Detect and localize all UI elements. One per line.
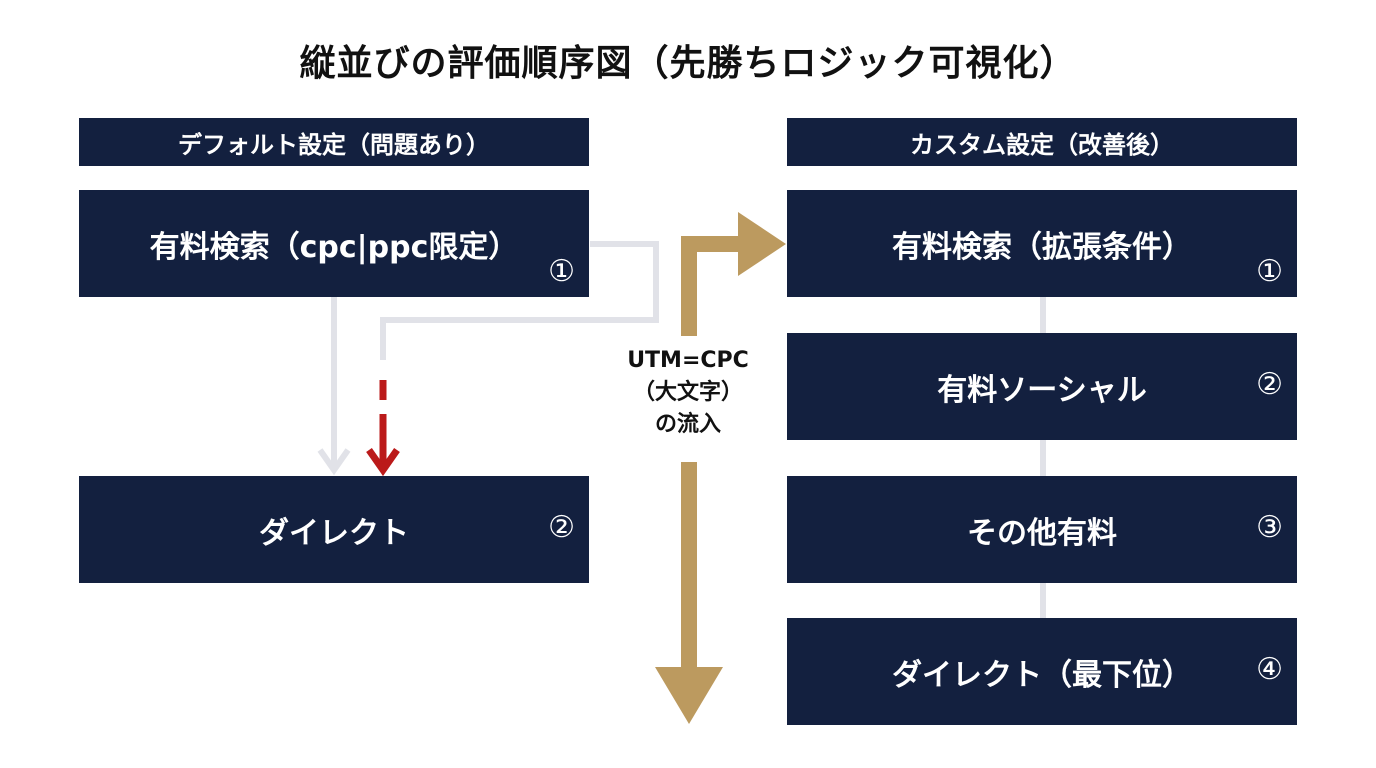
gold-arrow-head-right [738,212,786,276]
left-box-1-label: 有料検索（cpc|ppc限定） [149,229,519,265]
left-box-2-number: ② [548,510,575,545]
red-arrow-head [366,447,400,477]
right-box-1-number: ① [1256,254,1283,289]
right-box-other-paid: その他有料 ③ [787,476,1297,583]
right-box-1-label: 有料検索（拡張条件） [892,229,1192,265]
flow-label-line-1: UTM=CPC [627,348,749,373]
left-box-direct: ダイレクト ② [79,476,589,583]
right-box-3-number: ③ [1256,510,1283,545]
left-header: デフォルト設定（問題あり） [79,118,589,166]
right-box-2-number: ② [1256,367,1283,402]
gold-arrow-shaft-top [681,236,740,336]
right-box-3-label: その他有料 [967,515,1117,551]
light-bent-path [380,241,659,360]
left-box-1-number: ① [548,254,575,289]
light-arrow-head [317,448,351,476]
left-box-paid-search: 有料検索（cpc|ppc限定） ① [79,190,589,297]
right-box-direct: ダイレクト（最下位） ④ [787,618,1297,725]
gold-arrow-head-down [655,667,723,724]
right-box-4-label: ダイレクト（最下位） [892,657,1192,693]
right-box-paid-search: 有料検索（拡張条件） ① [787,190,1297,297]
page-title: 縦並びの評価順序図（先勝ちロジック可視化） [299,43,1077,84]
left-box-2-label: ダイレクト [259,515,409,551]
flow-label: UTM=CPC （大文字） の流入 [598,345,778,441]
right-header: カスタム設定（改善後） [787,118,1297,166]
flow-label-line-2: （大文字） [632,379,743,405]
right-box-paid-social: 有料ソーシャル ② [787,333,1297,440]
right-box-4-number: ④ [1256,652,1283,687]
flow-label-line-3: の流入 [654,411,721,437]
right-box-2-label: 有料ソーシャル [937,372,1147,408]
